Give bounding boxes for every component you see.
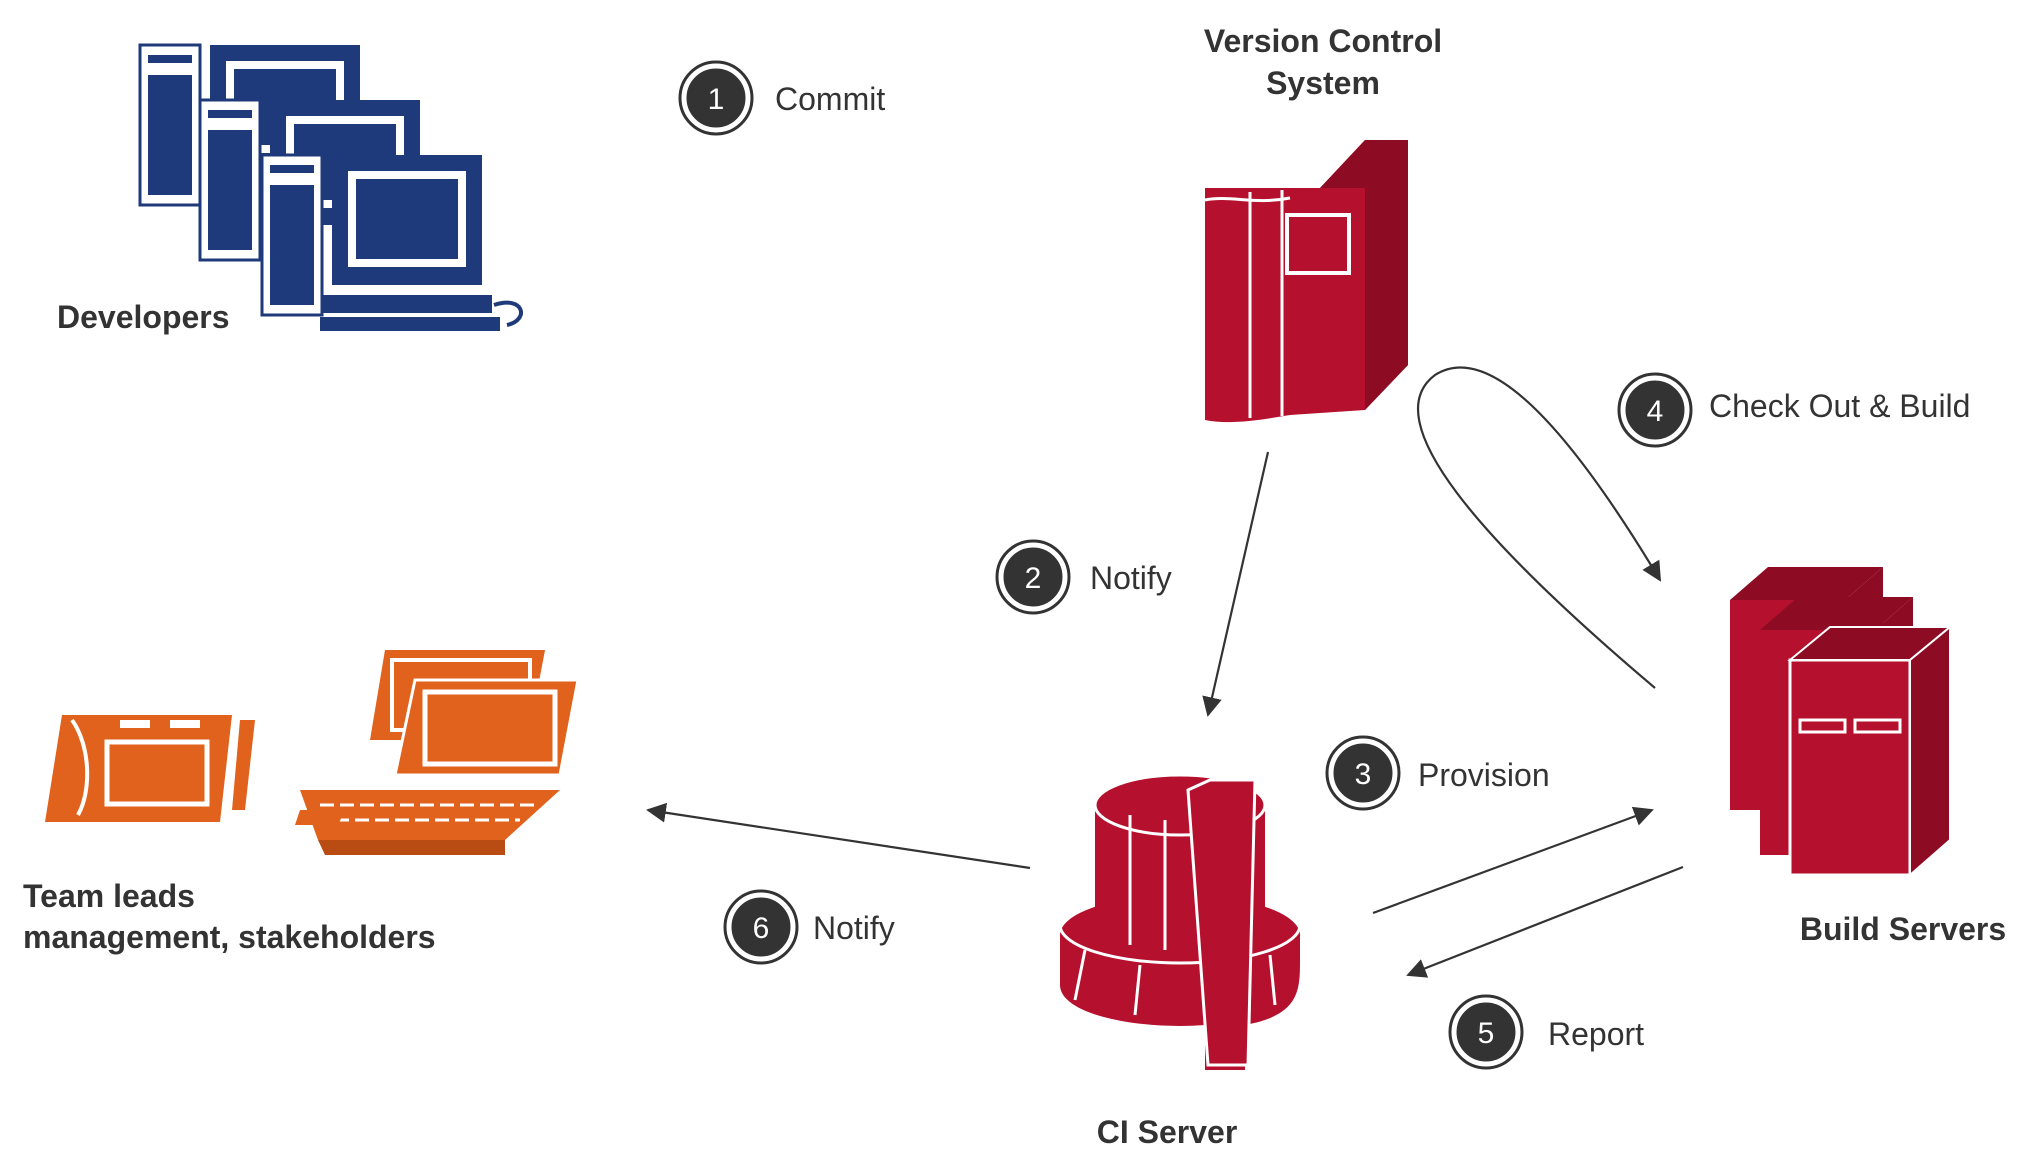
team-laptops-icon [45,650,580,855]
edge-checkout-build-loop [1416,366,1662,689]
step-5-number: 5 [1478,1017,1495,1050]
edge-notify-vcs-to-ci [1202,451,1270,717]
ci-server-icon [1058,773,1302,1070]
step-4: 4 Check Out & Build [1617,372,1970,448]
step-6-label: Notify [813,910,895,946]
step-2-label: Notify [1090,560,1172,596]
step-6: 6 Notify [723,889,895,965]
build-servers-label: Build Servers [1800,911,2006,947]
step-5-label: Report [1548,1016,1644,1052]
edge-notify-ci-to-team [646,802,1031,870]
vcs-label-line1: Version Control [1204,23,1442,59]
build-servers-icon [1730,567,1953,878]
ci-server-label: CI Server [1097,1114,1238,1150]
edge-report-build-to-ci [1406,865,1684,978]
step-1: 1 Commit [678,60,885,136]
step-3: 3 Provision [1325,735,1550,811]
step-2-number: 2 [1025,562,1042,595]
step-5: 5 Report [1448,994,1644,1070]
vcs-label-line2: System [1266,65,1380,101]
developers-label: Developers [57,299,230,335]
step-4-label: Check Out & Build [1709,388,1970,424]
edge-provision-ci-to-build [1372,806,1654,915]
step-3-label: Provision [1418,757,1550,793]
team-label-line2: management, stakeholders [23,919,436,955]
step-1-label: Commit [775,81,885,117]
step-6-number: 6 [753,912,770,945]
step-3-number: 3 [1355,758,1372,791]
step-4-number: 4 [1647,395,1664,428]
vcs-server-icon [1204,140,1408,423]
step-2: 2 Notify [995,539,1172,615]
team-label-line1: Team leads [23,878,195,914]
step-1-number: 1 [708,83,725,116]
developers-computers-icon [138,43,523,331]
